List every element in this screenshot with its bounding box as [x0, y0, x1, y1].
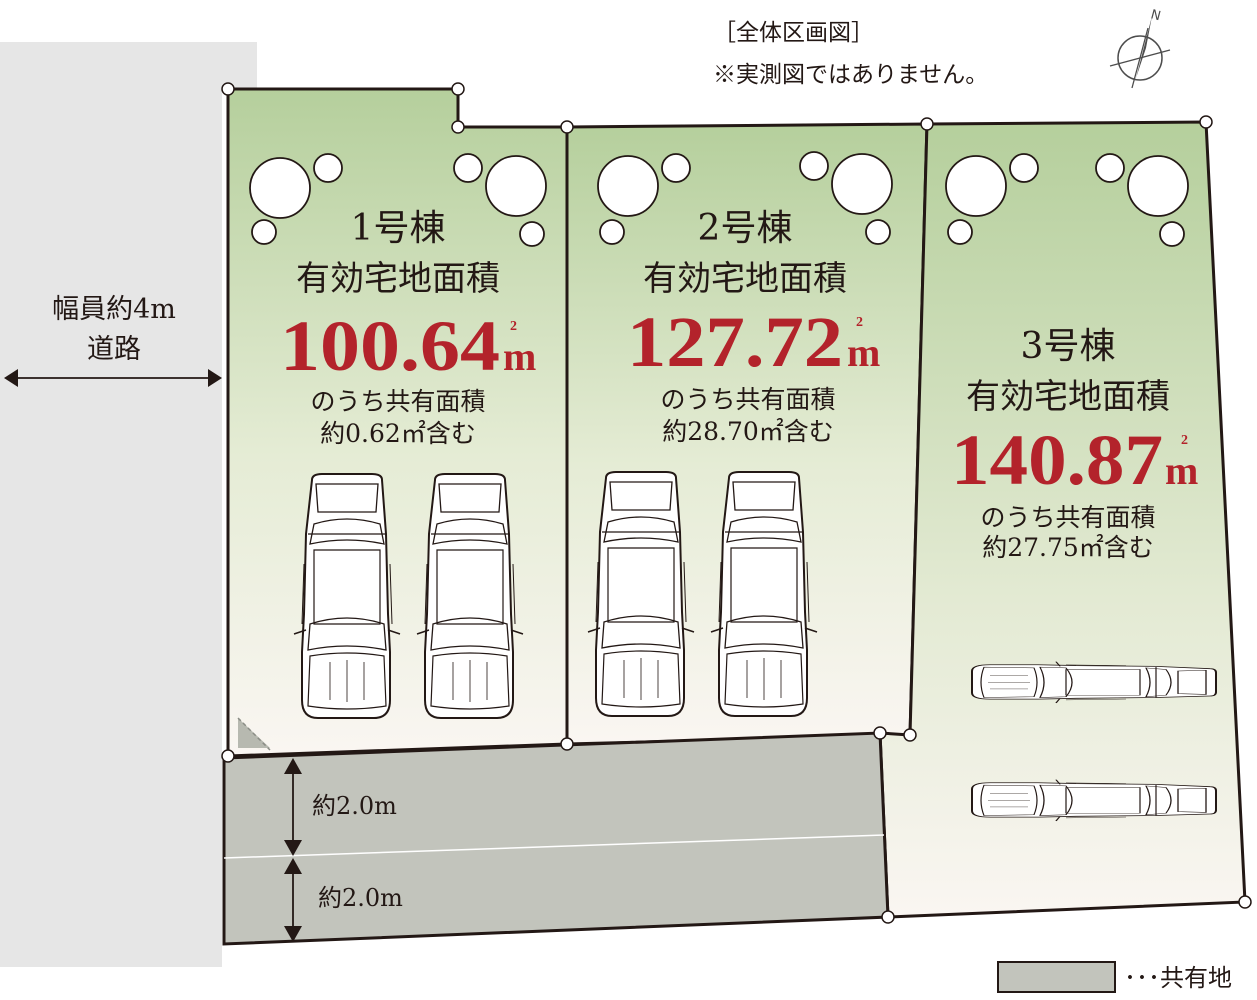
shared-area-line1: のうち共有面積: [660, 385, 835, 414]
shared-area-line2: 約0.62㎡含む: [320, 419, 476, 448]
legend-swatch: [997, 961, 1116, 993]
road-name-label: 道路: [87, 334, 141, 365]
area-unit: m: [847, 330, 880, 375]
car-icon: [971, 660, 1217, 704]
lot-2-info: 2号棟 有効宅地面積 127.72 m 2 のうち共有面積 約28.70㎡含む: [627, 208, 880, 446]
road: [0, 42, 222, 967]
area-unit-sup: 2: [510, 319, 517, 334]
plan-note: ※実測図ではありません。: [713, 62, 988, 88]
driveway-divider: [223, 834, 885, 859]
driveway-width-arrows: [284, 758, 302, 942]
area-value: 140.87: [951, 420, 1163, 500]
plan-title: ［全体区画図］: [713, 20, 874, 46]
car-icon: [293, 473, 401, 719]
shared-area-line1: のうち共有面積: [980, 503, 1155, 532]
car-icon: [587, 471, 695, 717]
area-label: 有効宅地面積: [966, 377, 1170, 417]
area-unit: m: [1165, 448, 1198, 493]
compass-icon: N: [1109, 7, 1171, 89]
tree-icon: [945, 153, 1189, 247]
car-icon: [710, 471, 818, 717]
car-icon: [971, 778, 1217, 822]
compass-north-label: N: [1149, 7, 1162, 24]
car-icon: [416, 473, 524, 719]
area-label: 有効宅地面積: [296, 259, 500, 299]
boundary-markers: [221, 82, 1252, 924]
road-width-arrow: [4, 369, 222, 387]
tree-icon: [597, 151, 893, 245]
area-unit: m: [503, 334, 536, 379]
shared-area-line2: 約28.70㎡含む: [662, 417, 834, 446]
area-unit-sup: 2: [856, 315, 863, 330]
lot-name: 1号棟: [351, 208, 446, 249]
lot-name: 3号棟: [1021, 326, 1116, 367]
shared-area-line1: のうち共有面積: [310, 387, 485, 416]
tree-icon: [249, 153, 547, 247]
lot-3-info: 3号棟 有効宅地面積 140.87 m 2 のうち共有面積 約27.75㎡含む: [951, 326, 1198, 562]
driveway-upper-width: 約2.0m: [312, 792, 397, 820]
driveway-lower-width: 約2.0m: [318, 884, 403, 912]
legend-label: ･･･共有地: [1124, 964, 1232, 992]
corner-cut-line: [237, 717, 271, 751]
tree-icons: [249, 151, 1189, 247]
shared-area-line2: 約27.75㎡含む: [982, 533, 1154, 562]
lot-1-info: 1号棟 有効宅地面積 100.64 m 2 のうち共有面積 約0.62㎡含む: [280, 208, 536, 448]
area-label: 有効宅地面積: [643, 259, 847, 299]
lot-name: 2号棟: [698, 208, 793, 249]
road-width-label: 幅員約4m: [52, 294, 176, 325]
area-value: 127.72: [627, 302, 843, 382]
area-unit-sup: 2: [1181, 433, 1188, 448]
area-value: 100.64: [280, 306, 500, 386]
